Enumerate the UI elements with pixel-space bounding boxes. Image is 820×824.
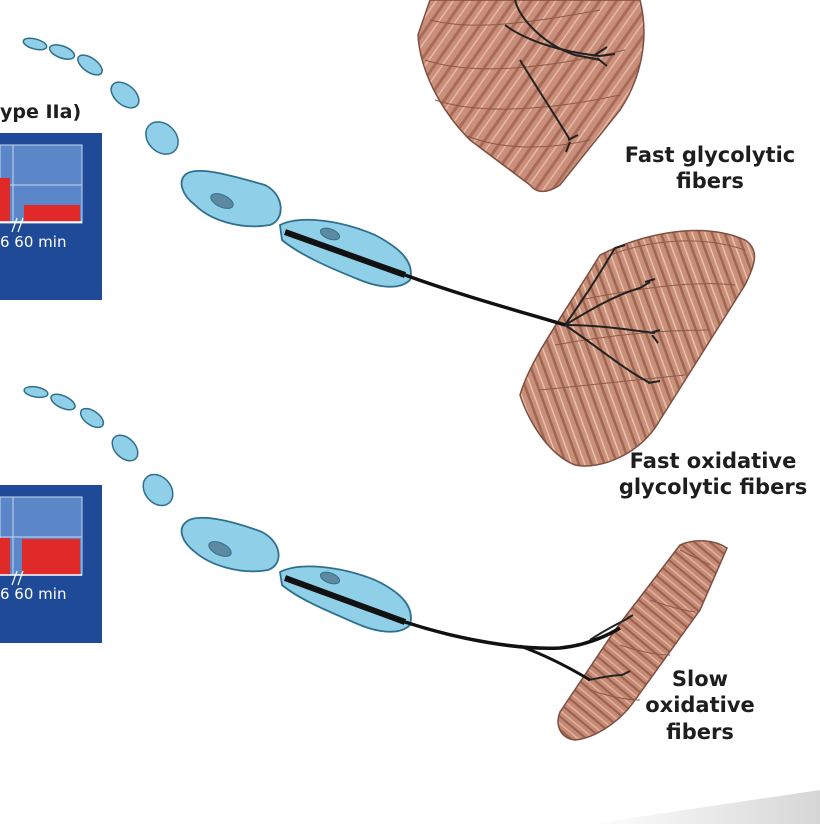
bottom-bar-right	[22, 539, 80, 575]
label-slow-oxidative-line1: Slow	[671, 667, 729, 691]
fast-oxidative-nerve-endings	[564, 244, 661, 384]
top-bar-left	[0, 178, 10, 222]
fast-glycolytic-nerve-endings	[504, 0, 616, 153]
top-motor-neuron	[22, 37, 566, 327]
top-graph-panel	[0, 133, 102, 300]
fast-oxidative-glycolytic-muscle	[519, 229, 756, 467]
label-fast-glycolytic-line2: fibers	[676, 169, 744, 194]
label-slow-oxidative-line2: oxidative	[645, 693, 755, 718]
label-fast-oxidative-line2: glycolytic fibers	[618, 475, 808, 500]
label-slow-oxidative-line3: fibers	[666, 719, 734, 744]
label-fast-glycolytic: Fast glycolytic fibers	[610, 142, 810, 195]
label-fast-oxidative-line1: Fast oxidative	[629, 449, 797, 473]
bottom-motor-neuron	[23, 385, 621, 682]
bottom-bar-left	[0, 538, 10, 575]
label-slow-oxidative: Slow oxidative fibers	[630, 666, 770, 745]
bottom-graph-panel	[0, 485, 102, 643]
slow-oxidative-nerve-endings	[587, 614, 634, 681]
floor-shadow	[590, 790, 820, 824]
bottom-panel-time-label: 6 60 min	[0, 585, 67, 603]
label-fast-oxidative-glycolytic: Fast oxidative glycolytic fibers	[608, 448, 818, 501]
top-panel-time-label: 6 60 min	[0, 233, 67, 251]
top-panel-heading: ype IIa)	[0, 101, 82, 123]
label-fast-glycolytic-line1: Fast glycolytic	[624, 143, 796, 167]
top-bar-right	[24, 205, 80, 222]
fast-glycolytic-muscle	[417, 0, 645, 193]
slow-oxidative-muscle	[557, 540, 728, 741]
